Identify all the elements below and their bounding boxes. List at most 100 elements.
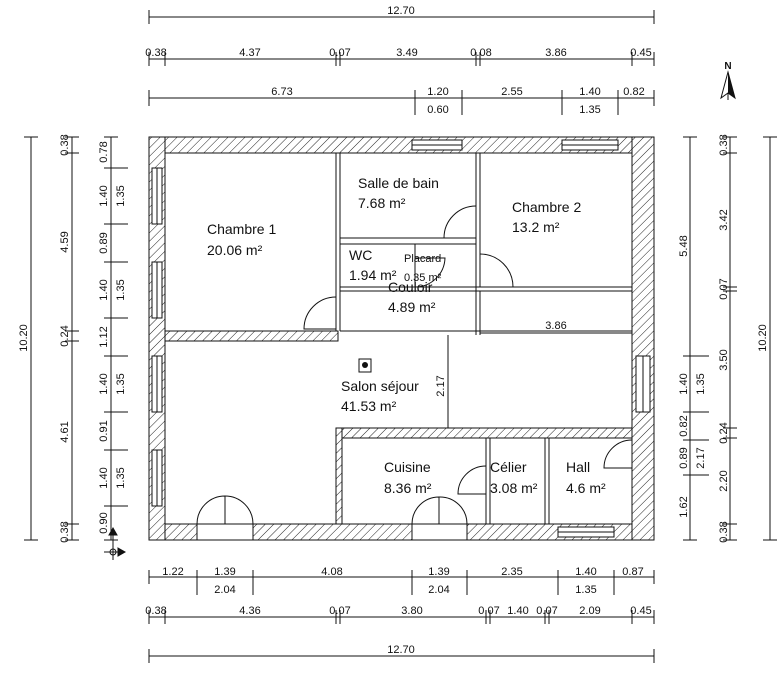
wall-chambre1-bottom bbox=[164, 330, 339, 342]
right-dimensions: 5.48 1.40 0.82 0.89 1.62 1.35 2.17 0.38 … bbox=[678, 134, 769, 542]
left-dim: 1.35 bbox=[115, 467, 127, 488]
left-dim: 1.35 bbox=[115, 373, 127, 394]
room-area-chambre2: 13.2 m² bbox=[512, 219, 560, 235]
wc-door-swing bbox=[414, 257, 446, 288]
right-dim: 1.35 bbox=[695, 373, 707, 394]
bottom-dim: 1.39 bbox=[214, 566, 235, 578]
bottom-dim: 0.07 bbox=[329, 605, 350, 617]
kitchen-door bbox=[411, 523, 468, 541]
bottom-dim: 1.39 bbox=[428, 566, 449, 578]
chambre2-door-swing bbox=[479, 253, 514, 288]
bath-door-swing bbox=[443, 205, 477, 239]
left-dim: 4.61 bbox=[59, 421, 71, 442]
left-dim: 0.38 bbox=[59, 521, 71, 542]
bottom-dim: 4.08 bbox=[321, 566, 342, 578]
room-area-couloir: 4.89 m² bbox=[388, 299, 436, 315]
left-dim: 0.89 bbox=[98, 232, 110, 253]
bottom-dim: 2.04 bbox=[214, 584, 235, 596]
interior-dimensions: 3.86 2.17 bbox=[435, 320, 632, 397]
left-dim: 0.90 bbox=[98, 512, 110, 533]
cellar-door-swing bbox=[457, 465, 487, 495]
left-dim: 1.12 bbox=[98, 326, 110, 347]
room-name-wc: WC bbox=[349, 247, 372, 263]
room-name-placard: Placard bbox=[404, 253, 441, 265]
left-dim: 1.40 bbox=[98, 185, 110, 206]
left-dim: 1.35 bbox=[115, 185, 127, 206]
right-dim: 0.07 bbox=[718, 278, 730, 299]
top-overall-dim: 12.70 bbox=[387, 5, 415, 17]
bottom-dim: 1.40 bbox=[507, 605, 528, 617]
right-dim: 0.38 bbox=[718, 134, 730, 155]
room-area-chambre1: 20.06 m² bbox=[207, 242, 263, 258]
left-dim: 0.91 bbox=[98, 420, 110, 441]
bottom-dim: 1.40 bbox=[575, 566, 596, 578]
room-name-salle-de-bain: Salle de bain bbox=[358, 175, 439, 191]
right-dim: 2.20 bbox=[718, 470, 730, 491]
left-dim: 0.78 bbox=[98, 141, 110, 162]
top-dim: 0.45 bbox=[630, 47, 651, 59]
doors bbox=[196, 205, 633, 541]
top-dim: 2.55 bbox=[501, 86, 522, 98]
bottom-dim: 0.87 bbox=[622, 566, 643, 578]
room-area-placard: 0.35 m² bbox=[404, 272, 442, 284]
right-dim: 1.62 bbox=[678, 496, 690, 517]
bottom-dim: 4.36 bbox=[239, 605, 260, 617]
right-dim: 2.17 bbox=[695, 447, 707, 468]
north-label: N bbox=[724, 61, 731, 72]
chambre1-door-swing bbox=[303, 296, 337, 330]
bottom-dim: 2.09 bbox=[579, 605, 600, 617]
top-dim: 1.20 bbox=[427, 86, 448, 98]
bottom-dim: 2.04 bbox=[428, 584, 449, 596]
top-dimensions: 12.70 0.38 4.37 0.07 3.49 0.08 3.86 0.45… bbox=[145, 5, 651, 116]
top-dim: 0.60 bbox=[427, 104, 448, 116]
room-area-wc: 1.94 m² bbox=[349, 267, 397, 283]
top-dim: 1.35 bbox=[579, 104, 600, 116]
room-area-celier: 3.08 m² bbox=[490, 480, 538, 496]
right-dim: 0.89 bbox=[678, 447, 690, 468]
top-dim: 0.82 bbox=[623, 86, 644, 98]
salon-depth-dim: 2.17 bbox=[435, 375, 447, 396]
room-area-hall: 4.6 m² bbox=[566, 480, 606, 496]
right-dim: 0.38 bbox=[718, 521, 730, 542]
bottom-dim: 0.38 bbox=[145, 605, 166, 617]
room-area-salon: 41.53 m² bbox=[341, 398, 397, 414]
right-overall-dim: 10.20 bbox=[757, 324, 769, 352]
corridor-width-dim: 3.86 bbox=[545, 320, 566, 332]
bottom-dim: 2.35 bbox=[501, 566, 522, 578]
room-area-salle-de-bain: 7.68 m² bbox=[358, 195, 406, 211]
entry-door bbox=[196, 523, 254, 541]
room-area-cuisine: 8.36 m² bbox=[384, 480, 432, 496]
room-name-cuisine: Cuisine bbox=[384, 459, 431, 475]
right-dim: 3.50 bbox=[718, 349, 730, 370]
right-dim: 5.48 bbox=[678, 235, 690, 256]
right-dim: 1.40 bbox=[678, 373, 690, 394]
top-dim: 3.86 bbox=[545, 47, 566, 59]
top-dim: 4.37 bbox=[239, 47, 260, 59]
hall-door-swing bbox=[603, 439, 633, 469]
bottom-dim: 0.07 bbox=[478, 605, 499, 617]
bottom-dim: 1.35 bbox=[575, 584, 596, 596]
left-dim: 0.24 bbox=[59, 325, 71, 346]
bottom-overall-dim: 12.70 bbox=[387, 644, 415, 656]
right-dim: 0.82 bbox=[678, 415, 690, 436]
wall-kitchen-top bbox=[335, 427, 633, 439]
room-name-hall: Hall bbox=[566, 459, 590, 475]
room-name-celier: Célier bbox=[490, 459, 527, 475]
room-name-chambre2: Chambre 2 bbox=[512, 199, 581, 215]
top-dim: 3.49 bbox=[396, 47, 417, 59]
bottom-dim: 0.07 bbox=[536, 605, 557, 617]
left-dim: 4.59 bbox=[59, 231, 71, 252]
left-dim: 1.40 bbox=[98, 279, 110, 300]
right-dim: 0.24 bbox=[718, 422, 730, 443]
north-arrow-icon: N bbox=[720, 61, 736, 100]
left-dimensions: 10.20 0.38 4.59 0.24 4.61 0.38 0.78 1.40… bbox=[18, 134, 127, 542]
left-dim: 1.35 bbox=[115, 279, 127, 300]
windows bbox=[151, 139, 651, 538]
room-name-salon: Salon séjour bbox=[341, 378, 419, 394]
room-labels: Chambre 1 20.06 m² Salle de bain 7.68 m²… bbox=[207, 175, 606, 496]
left-dim: 1.40 bbox=[98, 467, 110, 488]
top-dim: 0.38 bbox=[145, 47, 166, 59]
top-dim: 1.40 bbox=[579, 86, 600, 98]
bottom-dim: 1.22 bbox=[162, 566, 183, 578]
